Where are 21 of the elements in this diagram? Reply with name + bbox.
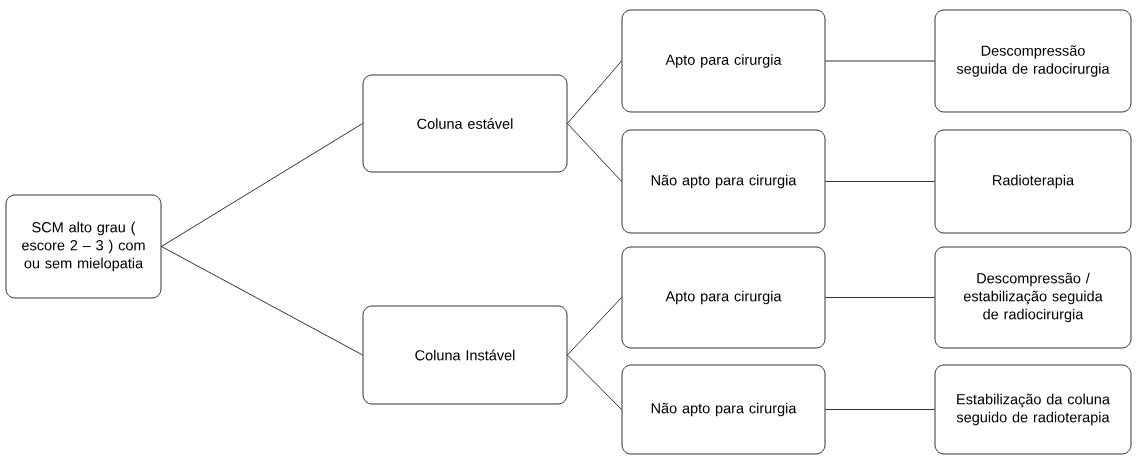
process-box: Descompressão / estabilização seguida de radiocirurgia [934, 246, 1132, 349]
connector-line [825, 409, 935, 410]
process-box: Descompressão seguida de radocirurgia [934, 9, 1132, 113]
connector-line [825, 297, 935, 298]
connector-line [567, 297, 622, 356]
process-box: Não apto para cirurgia [621, 129, 826, 234]
process-box: Não apto para cirurgia [621, 364, 826, 455]
connector-line [567, 354, 622, 410]
process-box: SCM alto grau ( escore 2 – 3 ) com ou sem mielopatia [5, 194, 162, 299]
connector-line [825, 181, 935, 182]
process-box: Apto para cirurgia [621, 9, 826, 113]
process-box: Coluna estável [362, 74, 568, 173]
connector-line [825, 60, 935, 62]
connector-line [567, 60, 622, 124]
process-box: Estabilização da coluna seguido de radioterapia [934, 364, 1132, 455]
process-box: Radioterapia [934, 129, 1132, 234]
process-box: Coluna Instável [362, 305, 568, 405]
process-box: Apto para cirurgia [621, 246, 826, 349]
connector-line [161, 246, 363, 356]
connector-line [161, 123, 363, 247]
connector-line [567, 123, 622, 182]
